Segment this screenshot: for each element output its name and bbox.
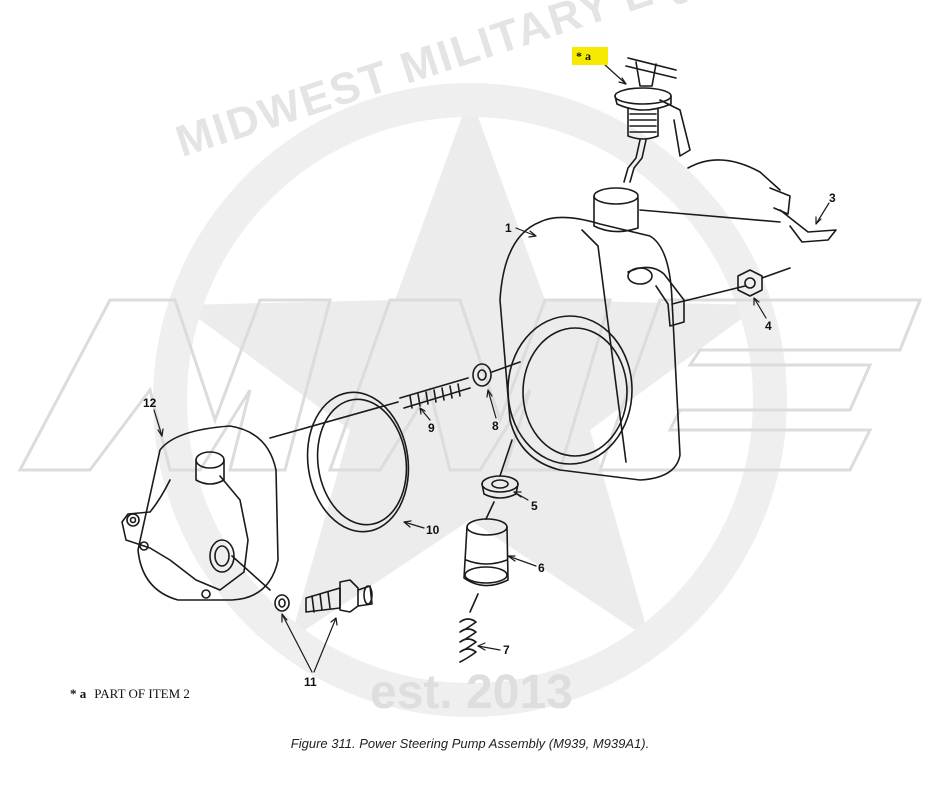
- part-washer: [472, 361, 521, 387]
- part-pump-body: [121, 425, 279, 601]
- part-nut: [737, 267, 791, 297]
- part-filter: [463, 501, 509, 587]
- highlight-label: * a: [572, 47, 608, 65]
- footnote-text: PART OF ITEM 2: [94, 686, 190, 701]
- figure-caption: Figure 311. Power Steering Pump Assembly…: [290, 736, 650, 751]
- callout-10: 10: [426, 523, 440, 537]
- watermark-est: est. 2013: [370, 666, 573, 719]
- part-clip: [639, 159, 837, 243]
- watermark-monogram: [17, 298, 923, 472]
- part-seal: [306, 391, 410, 533]
- highlight-label-text: * a: [576, 49, 591, 63]
- callout-1: 1: [505, 221, 512, 235]
- part-fitting: [274, 579, 373, 613]
- part-spring: [459, 593, 479, 663]
- callout-7: 7: [503, 643, 510, 657]
- watermark-ring: [153, 83, 787, 717]
- callout-9: 9: [428, 421, 435, 435]
- leader-arrows: [153, 63, 830, 673]
- part-reservoir: [499, 187, 746, 481]
- watermark-star: [180, 95, 760, 640]
- callout-8: 8: [492, 419, 499, 433]
- part-dipstick-cap: [614, 57, 691, 183]
- footnote-mark: * a: [70, 686, 87, 701]
- callout-5: 5: [531, 499, 538, 513]
- callout-11: 11: [304, 675, 317, 689]
- part-grommet: [481, 439, 519, 499]
- callout-3: 3: [829, 191, 836, 205]
- callout-6: 6: [538, 561, 545, 575]
- footnote: * a PART OF ITEM 2: [70, 686, 190, 702]
- part-stud: [269, 377, 471, 439]
- callout-12: 12: [143, 396, 157, 410]
- callout-4: 4: [765, 319, 772, 333]
